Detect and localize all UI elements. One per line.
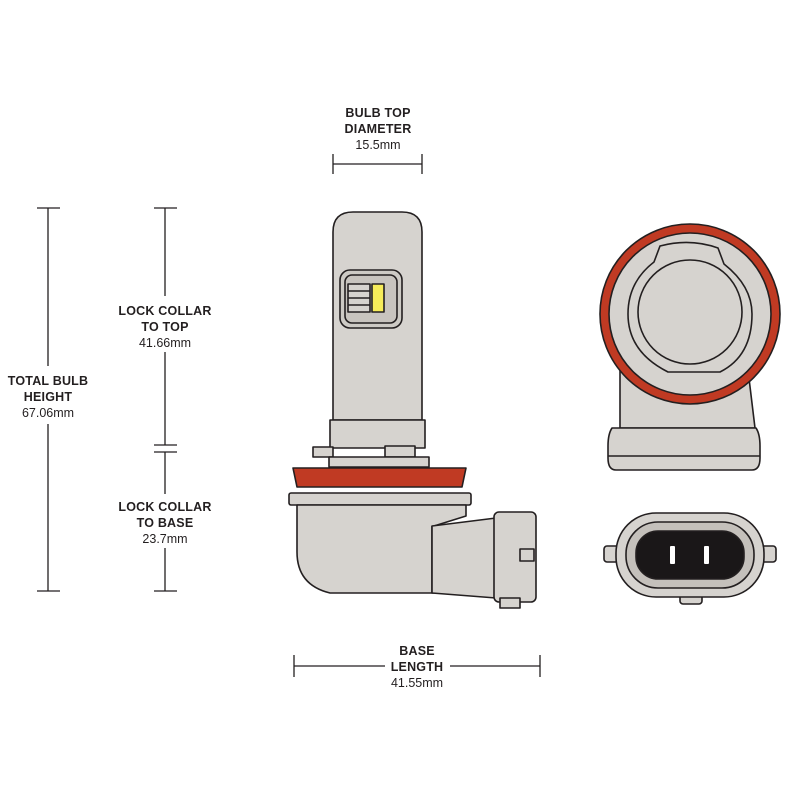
led-emitter-yellow	[371, 283, 385, 313]
dimension-bulb-top-diameter	[332, 154, 423, 174]
label-title-line: TO BASE	[136, 516, 194, 530]
connector-sleeve	[431, 517, 497, 599]
label-bulb-top-diameter: BULB TOP DIAMETER 15.5mm	[345, 105, 412, 153]
bulb-side-view	[288, 211, 537, 609]
label-title-line: LOCK COLLAR	[118, 500, 212, 514]
label-title-line: TOTAL BULB	[7, 374, 89, 388]
connector-socket	[635, 530, 745, 580]
base-body	[296, 504, 467, 594]
label-value: 67.06mm	[21, 406, 75, 420]
label-title-line: TO TOP	[141, 320, 189, 334]
dimension-total-bulb-height	[37, 207, 60, 592]
base-flange	[288, 492, 472, 506]
label-base-length: BASE LENGTH 41.55mm	[391, 643, 444, 691]
label-title-line: BASE	[399, 644, 435, 658]
bulb-top-view	[599, 223, 781, 471]
label-value: 15.5mm	[355, 138, 401, 152]
label-title-line: DIAMETER	[344, 122, 412, 136]
lock-collar	[292, 467, 467, 488]
dimension-base-length	[293, 655, 541, 677]
bulb-neck	[329, 419, 426, 449]
top-view-bulb-cap	[637, 259, 743, 365]
dimension-lock-collar-to-base	[154, 451, 177, 592]
label-total-bulb-height: TOTAL BULB HEIGHT 67.06mm	[8, 373, 88, 421]
label-title-line: BULB TOP	[345, 106, 411, 120]
label-title-line: LOCK COLLAR	[118, 304, 212, 318]
label-title-line: HEIGHT	[23, 390, 73, 404]
label-value: 41.55mm	[390, 676, 444, 690]
label-lock-collar-to-base: LOCK COLLAR TO BASE 23.7mm	[118, 499, 211, 547]
connector-pin-left	[670, 546, 675, 564]
dimension-lock-collar-to-top	[154, 207, 177, 446]
connector-pin-right	[704, 546, 709, 564]
top-view-base	[607, 427, 761, 471]
label-value: 23.7mm	[142, 532, 188, 546]
label-title-line: LENGTH	[390, 660, 444, 674]
label-lock-collar-to-top: LOCK COLLAR TO TOP 41.66mm	[118, 303, 211, 351]
label-value: 41.66mm	[138, 336, 192, 350]
connector-end-view	[603, 512, 777, 605]
